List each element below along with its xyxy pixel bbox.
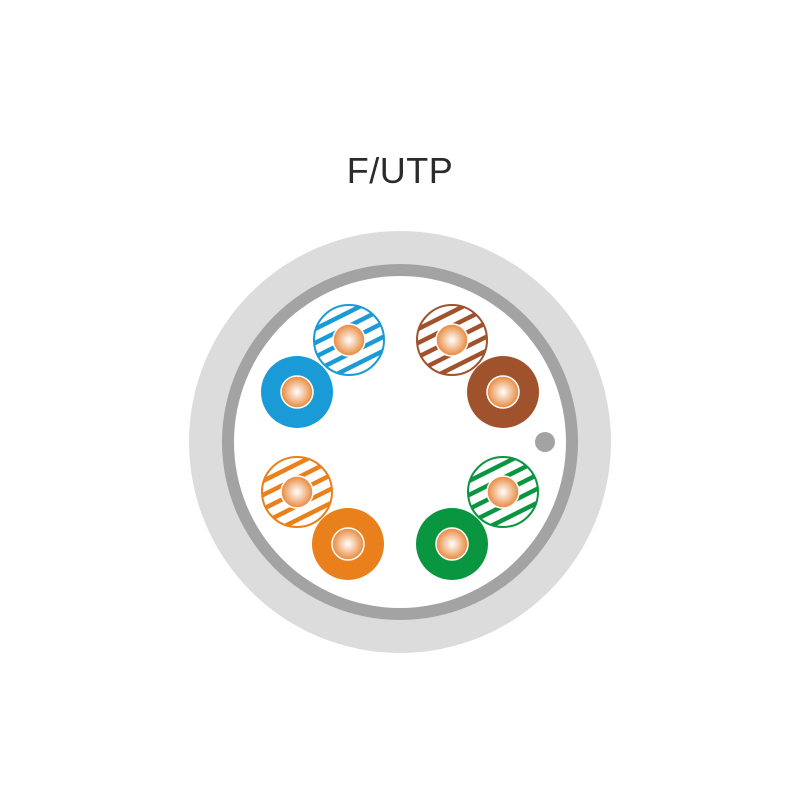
copper-core xyxy=(280,375,314,409)
brown-solid-wire xyxy=(467,356,539,428)
copper-core xyxy=(435,527,469,561)
copper-core xyxy=(486,475,520,509)
cable-interior xyxy=(234,276,566,608)
brown-white-striped-wire xyxy=(416,304,488,376)
green-solid-wire xyxy=(416,508,488,580)
copper-core xyxy=(435,323,469,357)
orange-solid-wire xyxy=(312,508,384,580)
copper-core xyxy=(486,375,520,409)
copper-core xyxy=(331,527,365,561)
blue-solid-wire xyxy=(261,356,333,428)
copper-core xyxy=(280,475,314,509)
drain-wire xyxy=(535,432,555,452)
diagram-title: F/UTP xyxy=(346,150,454,191)
copper-core xyxy=(332,323,366,357)
